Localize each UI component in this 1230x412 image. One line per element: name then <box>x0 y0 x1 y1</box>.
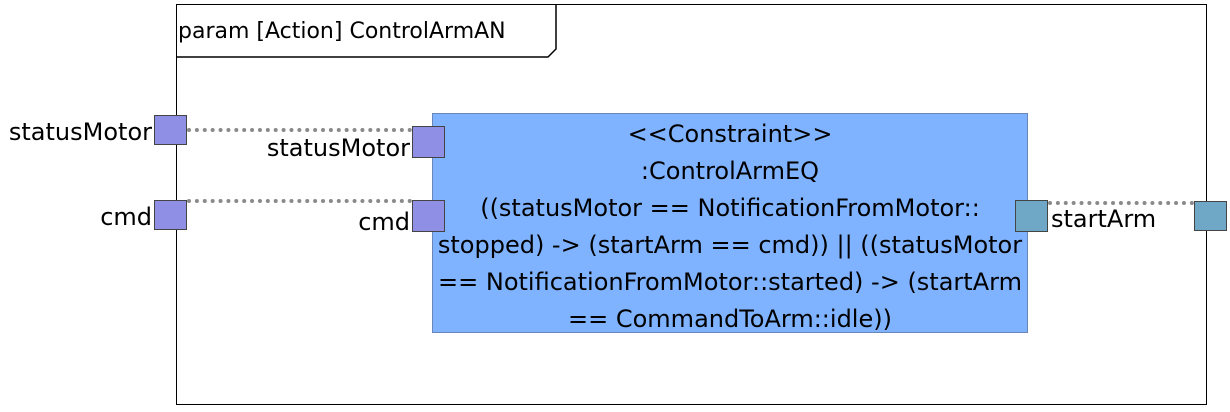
param-status-motor-port[interactable] <box>412 126 445 158</box>
param-cmd-label: cmd <box>358 208 410 236</box>
constraint-block[interactable]: <<Constraint>> :ControlArmEQ ((statusMot… <box>432 113 1028 333</box>
connector-cmd[interactable] <box>187 199 412 203</box>
param-start-arm-port[interactable] <box>1015 200 1048 232</box>
frame-title: param [Action] ControlArmAN <box>178 19 506 44</box>
block-expression-line: == CommandToArm::idle)) <box>568 305 892 333</box>
outer-status-motor-port[interactable] <box>154 115 187 145</box>
block-name: :ControlArmEQ <box>640 157 820 185</box>
frame-name-tab <box>176 4 557 58</box>
outer-cmd-label: cmd <box>100 203 152 231</box>
outer-start-arm-port[interactable] <box>1194 201 1227 231</box>
outer-status-motor-label: statusMotor <box>8 118 152 146</box>
connector-status-motor[interactable] <box>187 128 412 132</box>
block-expression-line: stopped) -> (startArm == cmd)) || ((stat… <box>437 231 1023 259</box>
param-cmd-port[interactable] <box>412 200 445 232</box>
param-status-motor-label: statusMotor <box>266 134 410 162</box>
block-expression-line: == NotificationFromMotor::started) -> (s… <box>438 268 1022 296</box>
param-start-arm-label: startArm <box>1051 205 1157 233</box>
connector-start-arm[interactable] <box>1048 201 1194 205</box>
block-expression-line: ((statusMotor == NotificationFromMotor:: <box>480 194 980 222</box>
outer-cmd-port[interactable] <box>154 200 187 230</box>
block-stereotype: <<Constraint>> <box>627 120 833 148</box>
